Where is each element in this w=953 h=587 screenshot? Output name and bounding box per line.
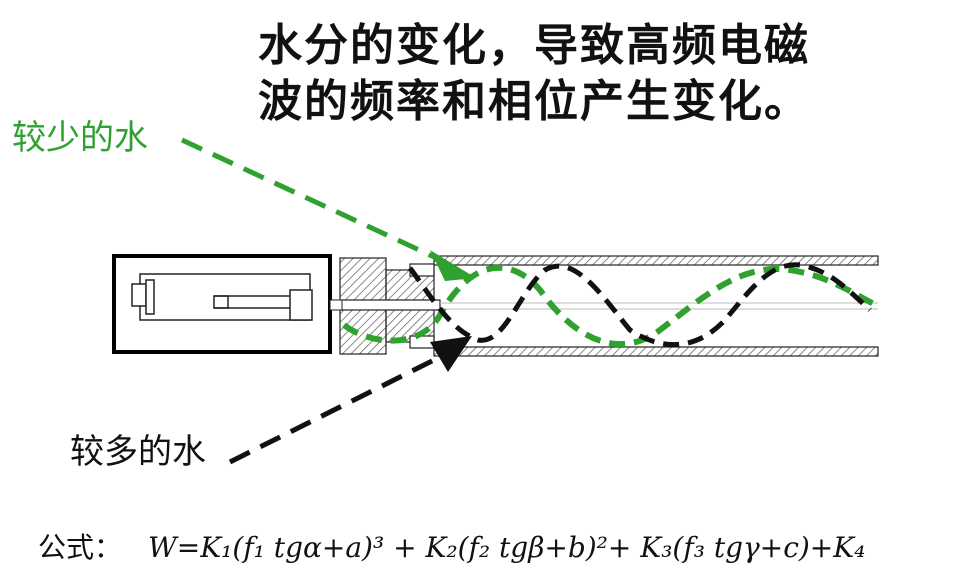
less-water-wave [342,264,878,348]
formula: 公式： W=K₁(f₁ tgα+a)³ + K₂(f₂ tgβ+b)²+ K₃(f… [38,526,865,566]
more-water-label: 较多的水 [70,432,206,472]
probe-body [131,273,313,321]
formula-expression: W=K₁(f₁ tgα+a)³ + K₂(f₂ tgβ+b)²+ K₃(f₃ t… [148,531,866,564]
pipe [433,255,879,357]
title-line-2: 波的频率和相位产生变化。 [258,76,810,127]
more-water-wave [407,262,872,348]
less-water-label: 较少的水 [12,118,148,158]
title-line-1: 水分的变化，导致高频电磁 [258,20,810,71]
more-water-arrow [228,336,472,465]
less-water-arrow [180,137,476,281]
formula-label: 公式： [38,531,123,564]
diagram-title: 水分的变化，导致高频电磁 波的频率和相位产生变化。 [258,18,938,130]
connector-flange [329,257,441,355]
